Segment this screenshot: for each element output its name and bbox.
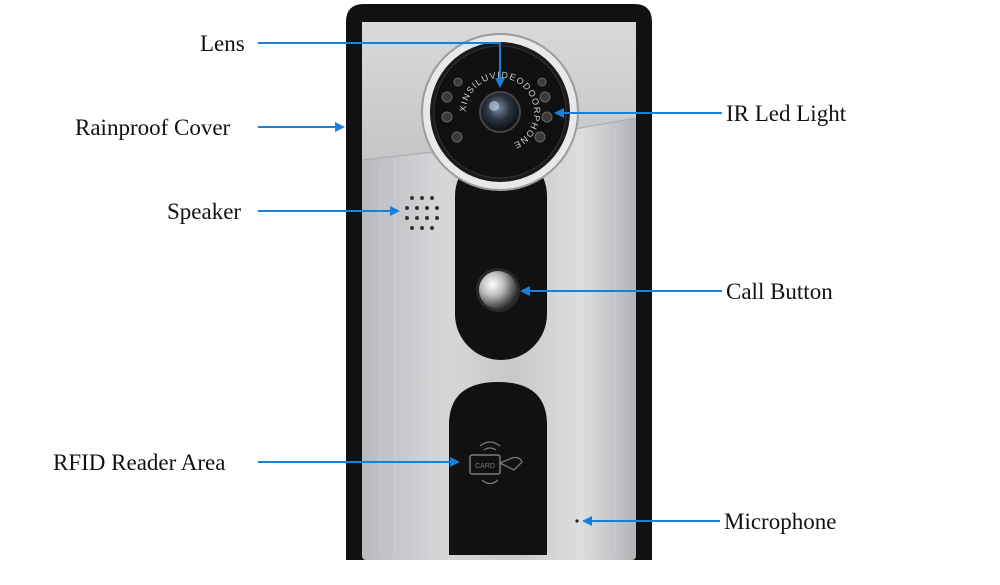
ir-led-array [441, 77, 553, 143]
camera-module: XINSILUVIDEODOORPHONE [421, 33, 579, 191]
call-button-label: Call Button [726, 279, 833, 304]
ir-led-light-label: IR Led Light [726, 101, 847, 126]
rfid-card-label: CARD [475, 463, 495, 470]
speaker-label: Speaker [167, 199, 242, 224]
rainproof-cover-label: Rainproof Cover [75, 115, 231, 140]
microphone-hole [575, 519, 579, 523]
microphone-label: Microphone [724, 509, 837, 534]
button-strip [455, 150, 547, 360]
lens-arrow [258, 42, 505, 88]
rfid-reader-area-label: RFID Reader Area [53, 450, 226, 475]
speaker-grille [405, 196, 439, 230]
callout-arrows [258, 42, 722, 526]
call-button [476, 268, 520, 312]
rfid-reader: CARD [449, 382, 547, 555]
lens-glass [479, 91, 521, 133]
lens-label: Lens [200, 31, 245, 56]
